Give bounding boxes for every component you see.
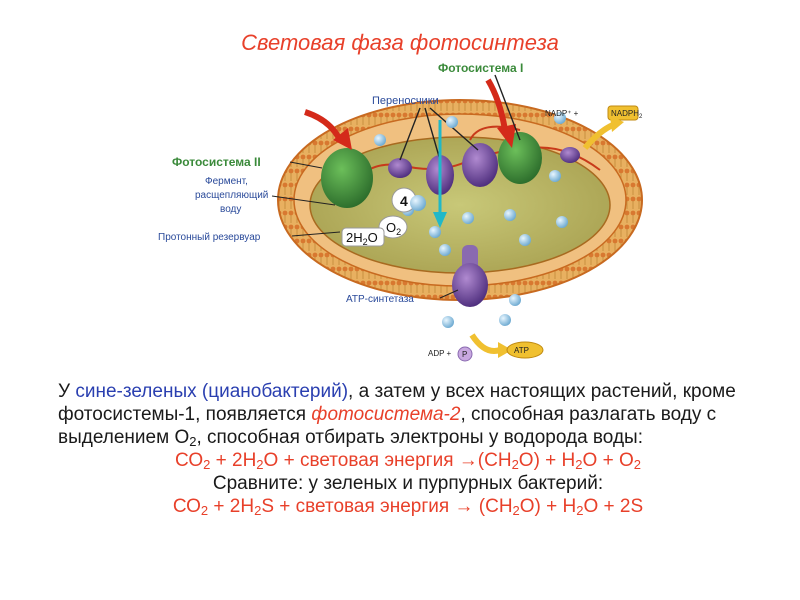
svg-text:NADPH2: NADPH2: [611, 109, 643, 120]
water-o: O: [368, 230, 378, 245]
carrier-1: [388, 158, 412, 178]
photosystem1-label: Фотосистема I: [438, 61, 523, 75]
photosystem2-label: Фотосистема II: [172, 155, 261, 169]
nadp-label: NADP⁺ +: [545, 109, 579, 118]
four-label: 4: [400, 193, 408, 209]
water-sub: 2: [363, 237, 368, 247]
photosystem2-protein: [321, 148, 373, 208]
description-text: У сине-зеленых (цианобактерий), а затем …: [58, 380, 758, 518]
atp-synthase-label: АТР-синтетаза: [346, 294, 414, 305]
enzyme-label-line1: Фермент,: [205, 176, 248, 187]
carrier-4: [560, 147, 580, 163]
adp-label: ADP +: [428, 349, 452, 358]
water-coef: 2H: [346, 230, 363, 245]
proton-ions: [374, 112, 568, 328]
atp-label: ATP: [514, 346, 529, 355]
atp-synthase-head: [452, 263, 488, 307]
photosynthesis-diagram: 4 O2 2H2O NADP⁺ + NADPH2 ADP + P ATP Фот…: [158, 61, 643, 362]
cyanobacteria-highlight: сине-зеленых (цианобактерий): [75, 381, 349, 402]
equation-2: СО2 + 2Н2S + световая энергия → (СН2О) +…: [172, 496, 644, 518]
enzyme-label-line2: расщепляющий: [195, 190, 268, 201]
svg-text:O2: O2: [386, 220, 401, 237]
photosystem2-highlight: фотосистема-2: [311, 404, 461, 425]
light-arrow-2: [485, 78, 508, 131]
carriers-label: Переносчики: [372, 95, 439, 107]
proton-reservoir-label: Протонный резервуар: [158, 232, 261, 243]
o2-sub: 2: [396, 227, 401, 237]
carrier-3: [462, 143, 498, 187]
o2-label: O: [386, 220, 396, 235]
p-label: P: [462, 350, 467, 359]
nadph-label: NADPH: [611, 109, 639, 118]
photosystem1-protein: [498, 132, 542, 184]
svg-text:2H2O: 2H2O: [346, 230, 378, 247]
paragraph: У сине-зеленых (цианобактерий), а затем …: [58, 381, 736, 449]
atp-arrow: [469, 333, 501, 354]
nadph-sub: 2: [639, 114, 643, 120]
enzyme-label-line3: воду: [220, 204, 241, 215]
compare-line: Сравните: у зеленых и пурпурных бактерий…: [212, 473, 604, 494]
equation-1: СО2 + 2Н2О + световая энергия →(СН2О) + …: [175, 450, 641, 472]
page-title: Световая фаза фотосинтеза: [241, 30, 559, 55]
